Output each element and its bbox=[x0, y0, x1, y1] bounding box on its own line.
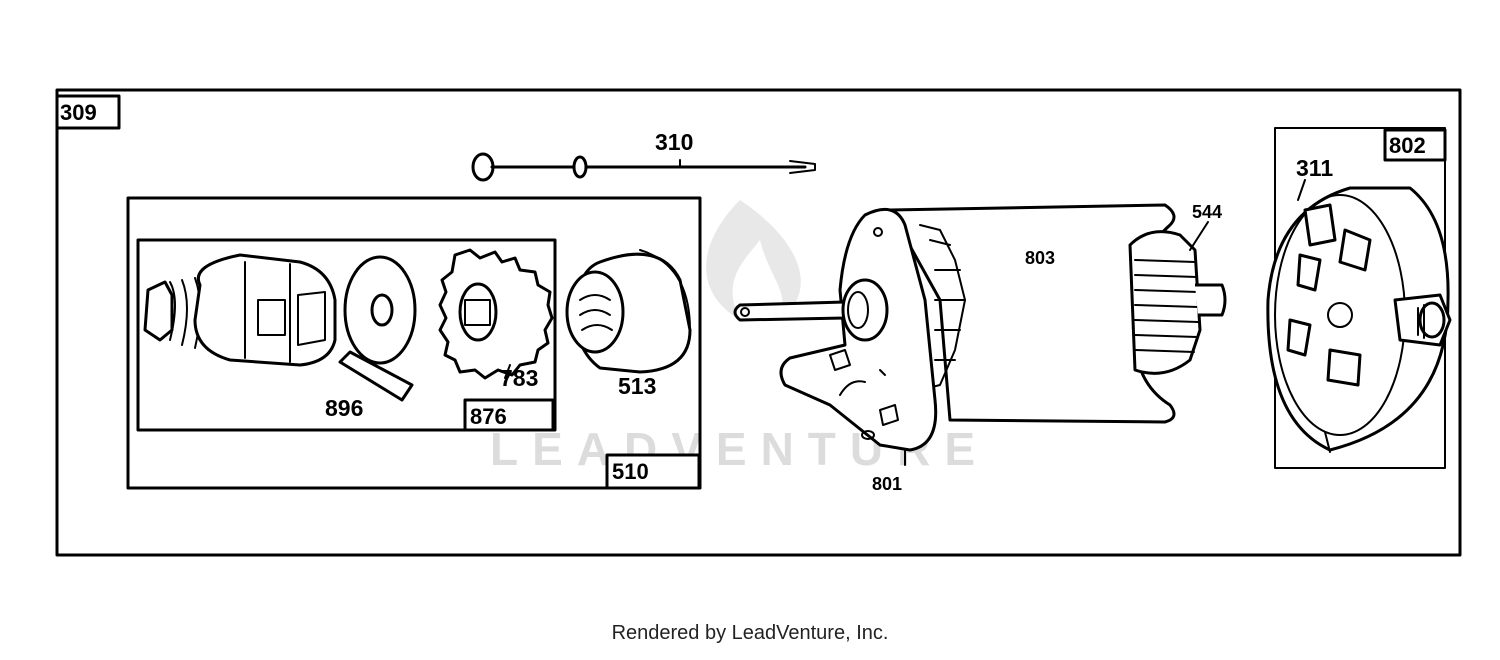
pinion-drive-part bbox=[143, 253, 337, 367]
commutator-544 bbox=[1128, 230, 1227, 375]
watermark: LEADVENTURE bbox=[490, 200, 975, 475]
label-310: 310 bbox=[655, 129, 693, 155]
label-801: 801 bbox=[872, 474, 902, 494]
flame-logo-icon bbox=[706, 200, 801, 320]
end-cap-311 bbox=[1266, 186, 1452, 453]
box-802-tag bbox=[1383, 128, 1447, 162]
kit-box-510 bbox=[126, 196, 702, 490]
armature-shaft bbox=[733, 278, 889, 342]
through-bolt-310 bbox=[471, 152, 816, 182]
label-309: 309 bbox=[60, 100, 97, 125]
key-896 bbox=[338, 350, 414, 402]
label-544: 544 bbox=[1192, 202, 1222, 222]
label-802: 802 bbox=[1389, 133, 1426, 158]
kit-box-876 bbox=[136, 238, 557, 432]
label-803: 803 bbox=[1025, 248, 1055, 268]
box-510-tag bbox=[605, 453, 701, 490]
washer-part bbox=[343, 255, 417, 365]
parts-diagram: LEADVENTURE 309 310 510 876 896 bbox=[55, 88, 1462, 557]
label-510: 510 bbox=[612, 459, 649, 484]
footer-credit: Rendered by LeadVenture, Inc. bbox=[611, 622, 889, 644]
spring-cap-513 bbox=[565, 249, 692, 374]
box-876-tag bbox=[463, 398, 555, 432]
label-311: 311 bbox=[1296, 155, 1333, 181]
label-876: 876 bbox=[470, 404, 507, 429]
gear-783 bbox=[438, 248, 554, 380]
label-896: 896 bbox=[325, 395, 363, 421]
assembly-frame-309 bbox=[55, 88, 1462, 557]
box-309-tag bbox=[55, 94, 121, 130]
label-513: 513 bbox=[618, 373, 656, 399]
label-783: 783 bbox=[500, 365, 538, 391]
